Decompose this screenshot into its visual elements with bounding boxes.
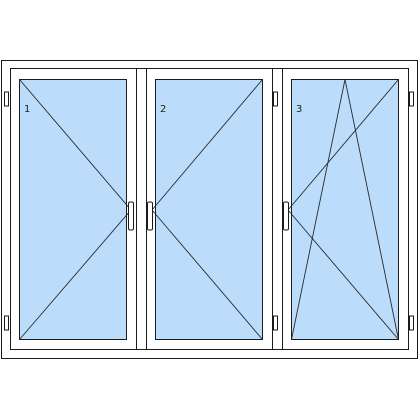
sash-3-turn-line-top <box>287 79 399 211</box>
sash-3-glass <box>291 79 399 340</box>
sash-1-label: 1 <box>24 104 30 115</box>
sash-2-hinge-bottom <box>273 315 278 331</box>
sash-2: 2 <box>146 68 278 350</box>
sash-3-tilt-line-left <box>291 79 346 340</box>
sash-2-label: 2 <box>160 104 166 115</box>
sash-2-hinge-top <box>273 91 278 107</box>
sash-3-handle[interactable] <box>283 201 289 231</box>
sash-2-glass <box>155 79 263 340</box>
sash-1-turn-line-bottom <box>19 209 132 340</box>
sash-3-turn-line-bottom <box>287 209 399 340</box>
sash-2-handle[interactable] <box>147 201 153 231</box>
sash-1-turn-line-top <box>19 79 132 211</box>
sash-1-glass <box>19 79 127 340</box>
sash-3-label: 3 <box>296 104 302 115</box>
sash-3-hinge-bottom <box>409 315 414 331</box>
sash-1-handle[interactable] <box>128 201 134 231</box>
sash-3-hinge-top <box>409 91 414 107</box>
sash-1-hinge-bottom <box>4 315 9 331</box>
sash-3: 3 <box>282 68 414 350</box>
sash-2-turn-line-top <box>151 79 263 211</box>
sash-1-hinge-top <box>4 91 9 107</box>
sash-1: 1 <box>4 68 137 350</box>
sash-3-tilt-line-right <box>344 79 399 340</box>
sash-2-turn-line-bottom <box>151 209 263 340</box>
